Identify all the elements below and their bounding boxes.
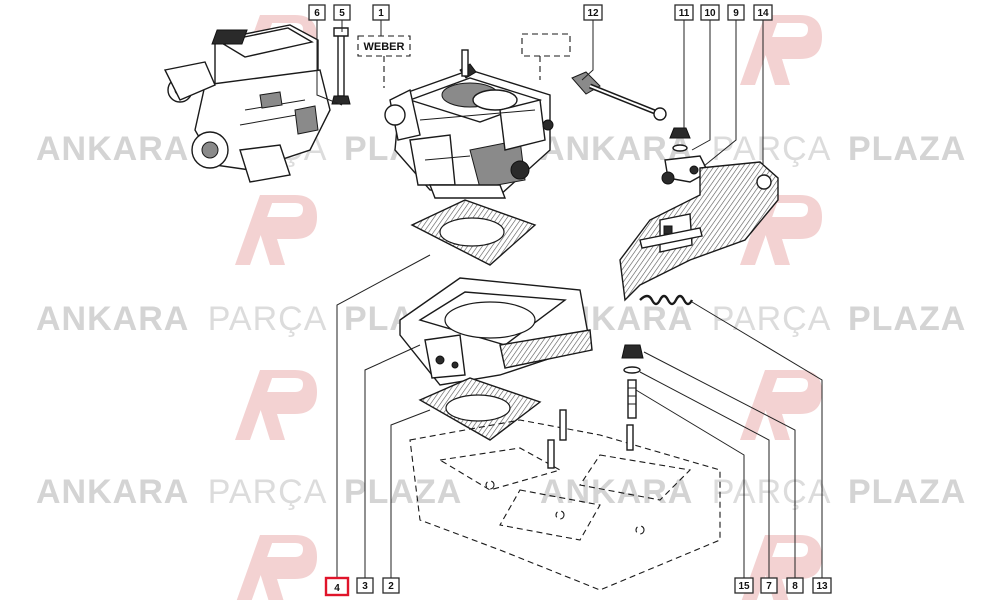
svg-text:13: 13	[816, 581, 828, 592]
watermark-logo-icon	[740, 370, 822, 440]
manifold-studs	[547, 409, 634, 469]
callout-7[interactable]: 7	[760, 577, 778, 594]
weber-label-box: WEBER	[357, 35, 411, 88]
callout-13[interactable]: 13	[812, 577, 832, 594]
watermark-row-3-right: ANKARA PARÇA PLAZA	[540, 473, 966, 511]
svg-text:7: 7	[766, 581, 772, 592]
svg-text:1: 1	[378, 8, 384, 19]
watermark-row-2-left: ANKARA PARÇA PLAZA	[36, 300, 462, 338]
watermark-row-3-left: ANKARA PARÇA PLAZA	[36, 473, 462, 511]
svg-text:15: 15	[738, 581, 750, 592]
callout-5[interactable]: 5	[333, 4, 351, 21]
callout-11[interactable]: 11	[674, 4, 694, 21]
part-bracket-14	[619, 161, 779, 302]
watermark-row-2-right: ANKARA PARÇA PLAZA	[540, 300, 966, 338]
part-stud-5	[331, 27, 351, 105]
part-bottom-gasket-2	[418, 377, 542, 441]
callout-15[interactable]: 15	[734, 577, 754, 594]
svg-text:11: 11	[679, 8, 690, 19]
callout-9[interactable]: 9	[727, 4, 745, 21]
callout-4[interactable]: 4	[324, 576, 350, 597]
svg-text:3: 3	[362, 581, 368, 592]
part-link-rod-12	[571, 71, 667, 121]
watermark-logo-icon	[740, 195, 822, 265]
svg-text:9: 9	[733, 8, 739, 19]
engine-thumbnail	[163, 24, 331, 183]
watermark-logo-icon	[740, 15, 822, 85]
watermark-logo-icon	[235, 195, 317, 265]
watermark-logo-icon	[235, 370, 317, 440]
callout-1[interactable]: 1	[372, 4, 390, 21]
svg-text:14: 14	[757, 8, 769, 19]
part-spring-13	[639, 294, 694, 306]
callout-14[interactable]: 14	[753, 4, 773, 21]
manifold-dashed-outline	[409, 419, 721, 591]
weber-label: WEBER	[364, 41, 405, 53]
part-top-gasket-4	[410, 199, 537, 266]
leader-lines	[316, 20, 823, 578]
part-insulating-plate-3	[399, 277, 593, 386]
callout-2[interactable]: 2	[382, 577, 400, 594]
callout-12[interactable]: 12	[583, 4, 603, 21]
watermark-row-1-right: ANKARA PARÇA PLAZA	[540, 130, 966, 168]
part-nut-washers	[661, 127, 709, 185]
svg-text:12: 12	[587, 8, 599, 19]
callout-3[interactable]: 3	[356, 577, 374, 594]
svg-text:6: 6	[314, 8, 320, 19]
svg-text:2: 2	[388, 581, 394, 592]
svg-text:4: 4	[334, 583, 340, 594]
svg-text:10: 10	[704, 8, 716, 19]
callout-8[interactable]: 8	[786, 577, 804, 594]
part-nut-washer-stud	[621, 344, 644, 419]
part-carburetor-1	[384, 49, 554, 199]
watermark-logo-icon	[236, 535, 317, 600]
svg-text:8: 8	[792, 581, 798, 592]
dashed-placeholder-box	[521, 33, 571, 57]
callouts-top: 6 5 1 12 11 10 9 14	[308, 4, 773, 21]
svg-text:5: 5	[339, 8, 345, 19]
callout-6[interactable]: 6	[308, 4, 326, 21]
callout-10[interactable]: 10	[700, 4, 720, 21]
callouts-bottom: 4 3 2 15 7 8 13	[324, 576, 832, 597]
